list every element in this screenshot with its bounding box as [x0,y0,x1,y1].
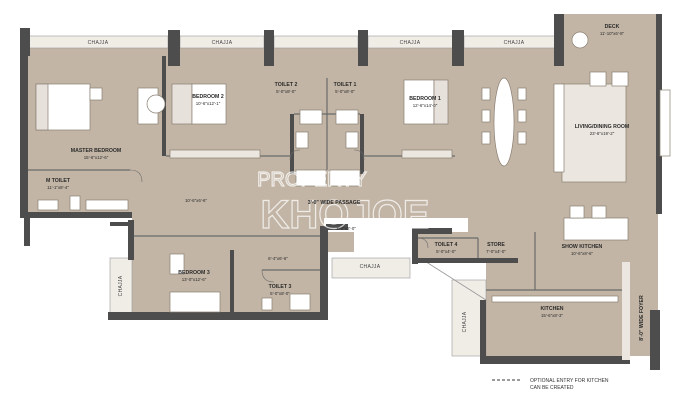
toilet-1-dim: 5'-0"x8'-0" [335,89,355,94]
note-line-2: CAN BE CREATED [530,385,574,391]
toilet-3-label: TOILET 3 [269,284,292,290]
chajja-label-5: CHAJJA [118,275,124,296]
chajja-label-4: CHAJJA [504,40,525,46]
bedroom-3-label: BEDROOM 3 [178,270,210,276]
kitchen-label: KITCHEN [540,306,563,312]
kitchen-dim: 15'-6"x8'-3" [541,313,564,318]
toilet-4-dim: 5'-0"x4'-0" [436,249,456,254]
m-toilet-label: M TOILET [46,178,71,184]
bedroom-1-bed [403,79,435,125]
chajja-label-1: CHAJJA [88,40,109,46]
walls [20,14,662,370]
store-label: STORE [487,242,505,248]
bedroom-2-dim: 10'-6"x12'-1" [196,101,221,106]
toilet-2-label: TOILET 2 [275,82,298,88]
chajja-label-6: CHAJJA [360,264,381,270]
furniture [35,71,671,360]
passage-dim-3: 6'-4"x6'-6" [268,256,288,261]
chajja-strips [27,35,557,357]
bedroom-2-bed [171,83,193,125]
show-kitchen-label: SHOW KITCHEN [562,244,603,250]
chajja-label-3: CHAJJA [400,40,421,46]
passage-label: 3'-0" WIDE PASSAGE [308,200,361,206]
bedroom-1-dim: 12'-6"x14'-0" [413,103,438,108]
bedroom-2-label: BEDROOM 2 [192,94,224,100]
toilet-1-label: TOILET 1 [334,82,357,88]
toilet-4-label: TOILET 4 [435,242,458,248]
watermark-line1: PROPERTY [257,169,367,191]
master-bedroom-dim: 15'-6"x12'-6" [84,155,109,160]
dining-table [493,77,515,167]
show-kitchen-island [563,217,629,241]
watermark-line2: KHOJOE [261,193,430,237]
chajja-label-7: CHAJJA [462,311,468,332]
deck-label: DECK [605,24,620,30]
kitchen-diagonal [419,257,487,301]
living-dining-dim: 23'-6"x19'-2" [590,131,615,136]
master-bedroom-label: MASTER BEDROOM [71,148,121,154]
toilet-2-dim: 5'-0"x8'-0" [276,89,296,94]
toilet-3-dim: 5'-0"x8'-0" [270,291,290,296]
passage-dim-1: 10'-6"x6'-6" [185,198,208,203]
living-dining-label: LIVING/DINING ROOM [575,124,629,130]
passage-dim-2: 3'-4"x2'-0" [336,226,356,231]
m-toilet-dim: 11'-1"x8'-4" [47,185,69,190]
bedroom-3-dim: 13'-0"x12'-6" [182,277,207,282]
deck-dim: 11'-10"x6'-8" [600,31,625,36]
deck-chair [571,31,589,49]
door-swings [129,149,429,283]
sofa-set [561,83,627,183]
show-kitchen-dim: 10'-6"x8'-6" [571,251,594,256]
store-dim: 7'-0"x4'-0" [486,249,506,254]
bedroom-1-label: BEDROOM 1 [409,96,441,102]
bedroom-3-bed [169,291,221,313]
note-line-1: OPTIONAL ENTRY FOR KITCHEN [530,378,609,384]
foyer-label: 8'-0" WIDE FOYER [639,295,645,341]
chajja-label-2: CHAJJA [212,40,233,46]
